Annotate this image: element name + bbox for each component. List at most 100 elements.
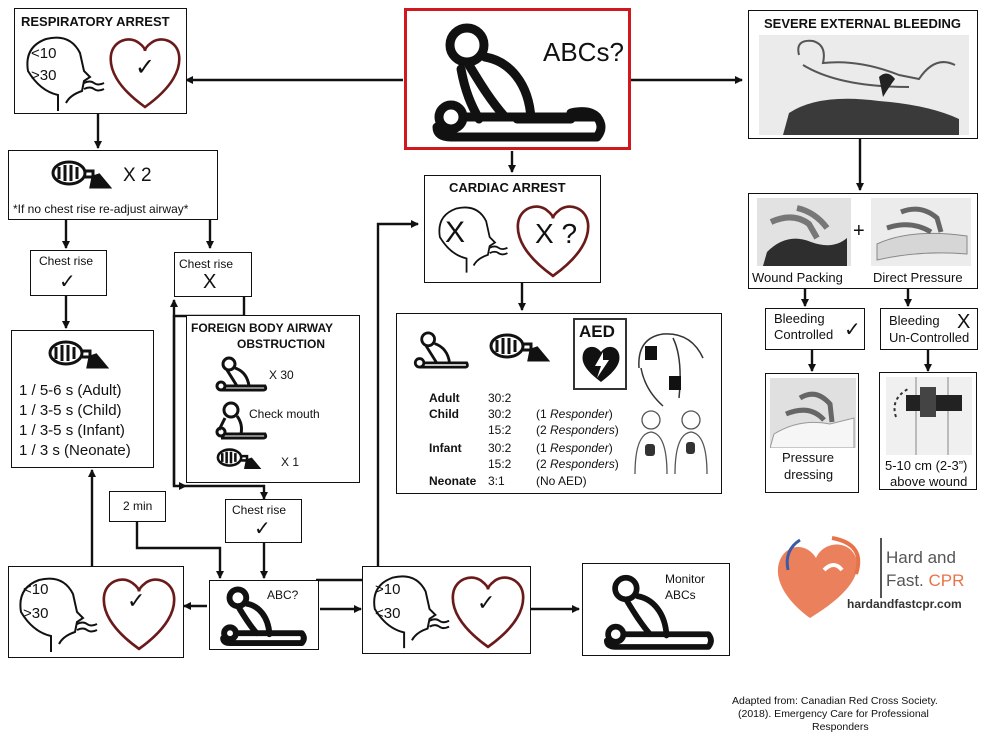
cpr-row-5-note: (No AED)	[536, 474, 587, 488]
cpr-row-2-ratio: 15:2	[488, 423, 512, 437]
fbao-title-1: FOREIGN BODY AIRWAY	[191, 321, 334, 335]
pressure-dressing-box: Pressure dressing	[765, 373, 859, 493]
abc-check-label: ABC?	[267, 588, 299, 602]
wound-care-box: + Wound Packing Direct Pressure	[748, 193, 978, 289]
arrow-to-chest-rise-final	[186, 484, 268, 500]
wound-packing-label: Wound Packing	[752, 270, 843, 285]
cpr-row-1-ratio: 30:2	[488, 407, 512, 421]
cpr-row-1-group: Child	[429, 407, 459, 421]
fbao-box: FOREIGN BODY AIRWAY OBSTRUCTION X 30 Che…	[186, 315, 360, 483]
bleeding-uncontrolled-box: Bleeding Un-Controlled X	[880, 308, 978, 350]
cpr-row-4-ratio: 15:2	[488, 457, 512, 471]
bleeding-controlled-box: Bleeding Controlled ✓	[765, 308, 865, 350]
cpr-ratio-box: AED Adult 30:2 Child 30:2 (1 Responder) …	[396, 313, 722, 494]
ventilation-rate-box: 1 / 5-6 s (Adult) 1 / 3-5 s (Child) 1 / …	[11, 330, 154, 468]
fbao-title-2: OBSTRUCTION	[237, 337, 325, 351]
vent-rate-child: 1 / 3-5 s (Child)	[19, 402, 122, 419]
abcs-label: ABCs?	[543, 37, 624, 67]
credit-line3: Responders	[812, 721, 869, 733]
fbao-breath: X 1	[281, 455, 300, 469]
cpr-row-5-ratio: 3:1	[488, 474, 505, 488]
bleeding-title: SEVERE EXTERNAL BLEEDING	[764, 16, 961, 31]
cpr-row-0-ratio: 30:2	[488, 391, 512, 405]
chest-rise-no-mark: X	[203, 271, 217, 293]
breaths-note: *If no chest rise re-adjust airway*	[13, 202, 189, 216]
logo-line2: Fast. CPR	[886, 571, 965, 590]
heart-icon	[516, 205, 590, 278]
head-breathing-icon	[19, 577, 98, 652]
controlled-line2: Controlled	[774, 327, 834, 342]
monitor-box: Monitor ABCs	[582, 563, 730, 656]
hard-and-fast-logo-mark	[777, 536, 861, 618]
cpr-rescuer-icon	[220, 586, 307, 647]
cpr-rescuer-icon	[432, 23, 606, 142]
cpr-row-3-note: (1 Responder)	[536, 441, 613, 455]
tourniquet-box: 5-10 cm (2-3”) above wound	[879, 372, 977, 490]
resp-arrest-box: RESPIRATORY ARREST <10 >30 ✓	[14, 8, 187, 114]
heart-icon	[451, 576, 525, 649]
dressing-line2: dressing	[784, 467, 834, 482]
bottom-left-high: >30	[23, 605, 49, 622]
head-breathing-icon	[26, 36, 105, 111]
head-breathing-icon	[373, 575, 450, 649]
tourniquet-image	[886, 377, 972, 455]
uncontrolled-mark: X	[957, 311, 971, 333]
cardiac-heart-mark: X ?	[535, 218, 578, 249]
two-min-label: 2 min	[123, 499, 153, 513]
chest-rise-no-label: Chest rise	[179, 257, 234, 271]
monitor-line2: ABCs	[665, 588, 696, 602]
abc-check-box: ABC?	[209, 580, 319, 650]
logo-url: hardandfastcpr.com	[847, 597, 962, 611]
cpr-row-2-note: (2 Responders)	[536, 423, 619, 437]
chest-rise-yes-label: Chest rise	[39, 254, 94, 268]
heart-icon	[109, 38, 181, 109]
controlled-line1: Bleeding	[774, 311, 825, 326]
cpr-row-1-note: (1 Responder)	[536, 407, 613, 421]
bottom-right-mark: ✓	[477, 591, 496, 616]
resp-heart-check: ✓	[135, 53, 156, 81]
cardiac-breath-mark: X	[445, 216, 466, 249]
cpr-row-4-note: (2 Responders)	[536, 457, 619, 471]
bottom-left-low: <10	[23, 581, 49, 598]
aed-heart-bolt-icon	[582, 346, 620, 382]
bottom-left-box: <10 >30 ✓	[8, 566, 184, 658]
cpr-row-3-ratio: 30:2	[488, 441, 512, 455]
vent-rate-neonate: 1 / 3 s (Neonate)	[19, 442, 131, 459]
vent-rate-infant: 1 / 3-5 s (Infant)	[19, 422, 125, 439]
bottom-right-high: >10	[375, 581, 401, 598]
breaths-count: X 2	[123, 165, 152, 186]
aed-device: AED	[573, 318, 627, 390]
vent-rate-adult: 1 / 5-6 s (Adult)	[19, 382, 122, 399]
bleeding-box: SEVERE EXTERNAL BLEEDING	[748, 10, 978, 139]
bottom-right-box: >10 <30 ✓	[362, 566, 531, 654]
resp-high-rate: >30	[31, 67, 57, 84]
chest-rise-final-box: Chest rise ✓	[225, 499, 302, 543]
cardiac-arrest-box: CARDIAC ARREST X X ?	[424, 175, 601, 283]
aed-label: AED	[579, 322, 615, 341]
head-breathing-icon	[438, 206, 508, 273]
bottom-right-low: <30	[375, 605, 401, 622]
direct-pressure-label: Direct Pressure	[873, 270, 963, 285]
credit-line1: Adapted from: Canadian Red Cross Society…	[732, 695, 938, 707]
fbao-check-mouth: Check mouth	[249, 407, 320, 421]
chest-rise-no-box: Chest rise X	[174, 252, 252, 297]
direct-pressure-image	[871, 198, 971, 266]
compression-icon	[215, 356, 268, 392]
tourniquet-line1: 5-10 cm (2-3”)	[885, 458, 968, 473]
aed-pad-placement-icon	[638, 333, 704, 407]
cpr-row-5-group: Neonate	[429, 474, 477, 488]
logo-divider	[880, 538, 882, 598]
bvm-small-icon	[216, 448, 262, 469]
chest-rise-yes-box: Chest rise ✓	[30, 250, 107, 296]
resp-low-rate: <10	[31, 45, 57, 62]
chest-rise-final-mark: ✓	[254, 516, 271, 540]
wound-packing-image	[757, 198, 851, 266]
tourniquet-line2: above wound	[890, 474, 968, 489]
cardiac-arrest-title: CARDIAC ARREST	[449, 180, 566, 195]
bvm-icon	[48, 340, 110, 369]
credit-line2: (2018). Emergency Care for Professional	[738, 708, 929, 720]
logo-line1: Hard and	[886, 548, 956, 567]
check-mouth-icon	[215, 401, 268, 440]
pressure-dressing-image	[770, 378, 856, 448]
chest-rise-yes-mark: ✓	[59, 269, 76, 293]
